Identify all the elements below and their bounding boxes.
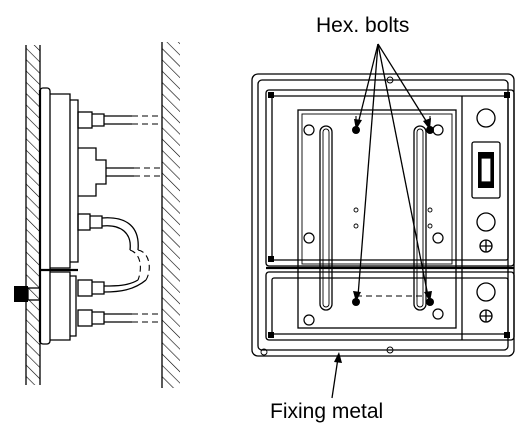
screw [432,232,444,244]
lower-unit-body [265,271,515,341]
connector-port [476,212,496,232]
d-sub-connector [471,141,501,199]
hex-bolt-leader-arrows [353,43,432,302]
side-view [14,42,180,388]
screw [432,124,444,136]
screw [432,308,444,320]
right-mounting-wall [161,42,180,388]
fixing-metal-label: Fixing metal [270,400,384,423]
cable-connector-1 [77,111,160,129]
fixing-metal-plate-upper [297,109,457,329]
center-hole [353,223,359,229]
fixing-metal-leader [331,352,342,399]
unit-side-profile [14,87,79,345]
screw [303,232,315,244]
loop-cable [77,213,150,297]
slot-left [319,125,333,311]
rear-view [251,73,515,357]
connector-port [476,282,496,302]
screw [303,314,315,326]
hex-bolts-label: Hex. bolts [316,14,410,37]
slot-right [413,125,427,311]
upper-unit-body [265,89,515,267]
flange-hole [260,348,268,356]
connector-column [461,96,501,340]
center-hole [427,207,433,213]
flange-hole [386,346,394,354]
mounting-flange [251,73,515,357]
cable-connector-4 [77,309,160,327]
flange-hole [386,76,394,84]
connector-port [476,108,496,128]
cable-connector-2 [78,147,160,197]
left-panel-wall [25,45,41,385]
center-hole [353,207,359,213]
center-hole [427,223,433,229]
screw [303,124,315,136]
